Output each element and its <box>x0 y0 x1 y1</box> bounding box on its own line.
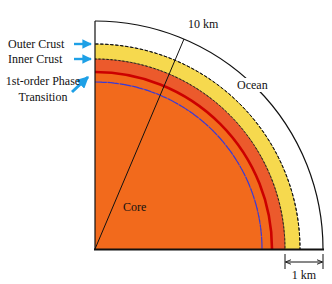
scale-bar <box>286 262 322 263</box>
dash-dot-line <box>95 82 262 249</box>
region-label: Outer Crust <box>8 37 64 51</box>
region-label: Ocean <box>236 78 269 92</box>
ocean-boundary <box>95 44 300 249</box>
ocean-band <box>95 21 323 249</box>
pointer-arrow <box>74 58 91 60</box>
surface-line <box>95 21 323 249</box>
pointer-arrow <box>74 43 91 45</box>
crust-boundary <box>95 59 285 249</box>
axis-line <box>94 21 95 250</box>
phase-transition-line <box>95 72 272 249</box>
transition-label: 1st-order Phase Transition <box>1 73 85 105</box>
scale-tick <box>323 254 324 269</box>
region-label: Core <box>123 200 146 214</box>
core-region <box>95 72 272 249</box>
inner-crust-band <box>95 59 285 249</box>
scale-label: 1 km <box>286 268 322 282</box>
radius-line <box>95 39 184 249</box>
outer-crust-band <box>95 44 300 249</box>
axis-line <box>94 248 324 250</box>
region-label: Inner Crust <box>8 52 62 66</box>
scale-tick <box>285 254 286 269</box>
dimension-label: 10 km <box>188 17 218 31</box>
